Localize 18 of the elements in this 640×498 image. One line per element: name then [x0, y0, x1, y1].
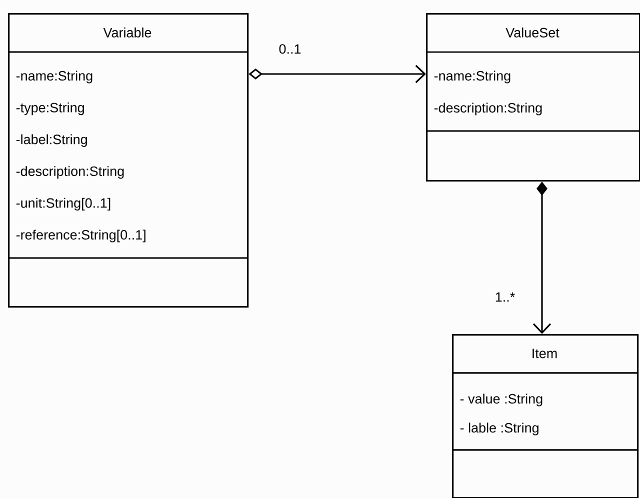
attribute: -type:String — [16, 102, 84, 116]
attribute: -name:String — [434, 70, 510, 84]
multiplicity-label: 1..* — [496, 292, 515, 302]
class-name: ValueSet — [506, 28, 560, 38]
attribute: -description:String — [16, 166, 124, 179]
attribute: - lable :String — [460, 422, 538, 436]
attribute: -unit:String[0..1] — [16, 198, 110, 210]
attribute: -description:String — [434, 102, 542, 116]
class-box — [452, 334, 639, 498]
class-box — [8, 13, 249, 308]
attribute: -label:String — [16, 134, 87, 147]
attribute: -reference:String[0..1] — [16, 230, 146, 242]
class-name: Item — [532, 348, 557, 358]
class-box — [426, 13, 640, 182]
class-name: Variable — [103, 28, 152, 38]
multiplicity-label: 0..1 — [279, 44, 301, 54]
attribute: -name:String — [16, 70, 92, 84]
attribute: - value :String — [460, 394, 542, 406]
